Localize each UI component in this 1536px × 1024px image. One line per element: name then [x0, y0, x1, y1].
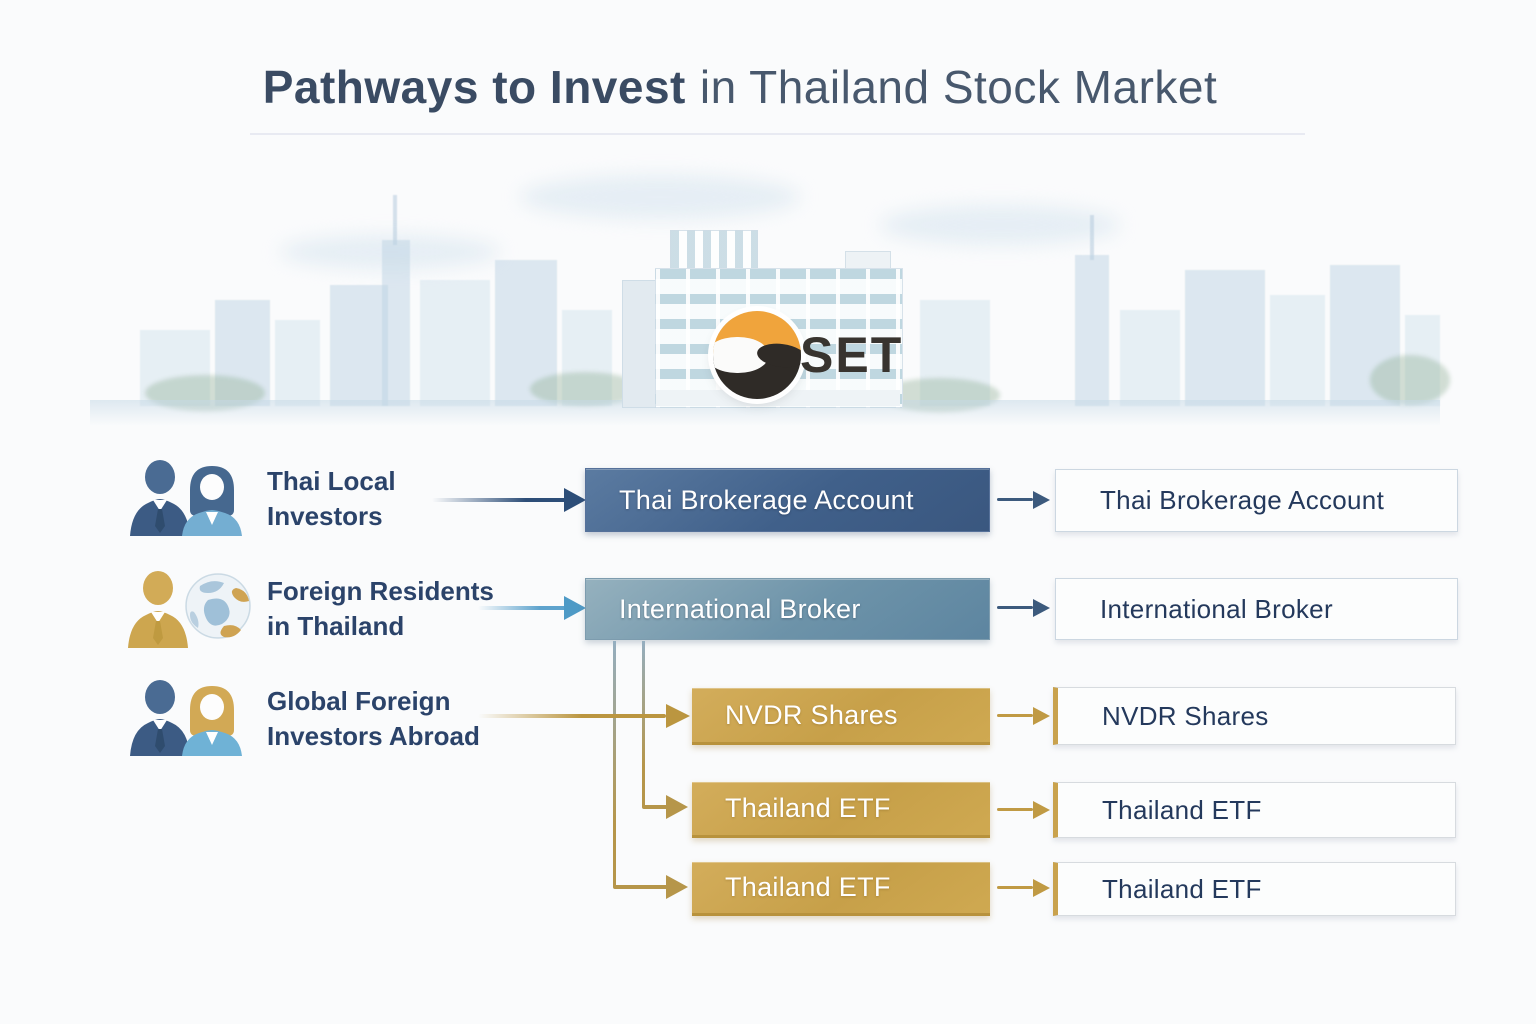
investor-label: Global Foreign Investors Abroad — [267, 684, 480, 754]
arrow-global-foreign-to-nvdr — [478, 714, 666, 718]
antenna-shape — [1090, 215, 1094, 260]
pathway-label: International Broker — [619, 593, 861, 624]
pathway-label: Thai Brokerage Account — [619, 484, 914, 515]
building-shape — [420, 280, 490, 406]
tower-shape — [382, 240, 410, 406]
building-shape — [495, 260, 557, 406]
investor-globe-icon — [128, 571, 251, 648]
arrowhead-icon — [1033, 707, 1050, 725]
destination-label: Thailand ETF — [1102, 873, 1262, 904]
pathway-label: NVDR Shares — [725, 699, 898, 730]
building-shape — [1270, 295, 1325, 406]
building-shape — [1330, 265, 1400, 406]
arrow-pathway-to-destination — [997, 886, 1033, 889]
destination-label: NVDR Shares — [1102, 700, 1269, 731]
arrowhead-icon — [666, 795, 688, 819]
set-building-ground-floor — [656, 390, 900, 406]
set-logo-icon — [713, 311, 801, 399]
destination-box-thai-brokerage: Thai Brokerage Account — [1055, 469, 1458, 532]
arrow-foreign-residents-to-pathway — [478, 606, 566, 610]
arrow-pathway-to-destination — [997, 808, 1033, 811]
cloud-shape — [880, 205, 1120, 245]
cloud-shape — [520, 175, 800, 219]
arrowhead-icon — [1033, 491, 1050, 509]
set-building-side — [622, 280, 658, 408]
pathway-box-international-broker: International Broker — [585, 578, 990, 640]
investor-label-line1: Thai Local — [267, 466, 396, 496]
page-title-highlight: Pathways to Invest — [262, 61, 686, 113]
destination-label: Thailand ETF — [1102, 794, 1262, 825]
investor-label-line1: Global Foreign — [267, 686, 451, 716]
arrowhead-icon — [666, 704, 690, 728]
investor-label-line1: Foreign Residents — [267, 576, 494, 606]
title-divider — [250, 133, 1305, 135]
connector-elbow-etf2 — [613, 885, 668, 889]
destination-box-international-broker: International Broker — [1055, 578, 1458, 640]
investor-label-line2: Investors — [267, 501, 383, 531]
pathway-box-thailand-etf-2: Thailand ETF — [692, 862, 990, 916]
set-building-tower — [670, 230, 758, 272]
arrow-pathway-to-destination — [997, 498, 1033, 501]
page-title-rest: in Thailand Stock Market — [699, 61, 1218, 113]
arrowhead-icon — [564, 596, 586, 620]
building-shape — [562, 310, 612, 406]
pathway-box-thai-brokerage: Thai Brokerage Account — [585, 468, 990, 532]
building-shape — [275, 320, 320, 406]
investor-label: Foreign Residents in Thailand — [267, 574, 494, 644]
arrow-pathway-to-destination — [997, 714, 1033, 717]
connector-elbow-etf1 — [642, 805, 668, 809]
investor-label-line2: Investors Abroad — [267, 721, 480, 751]
pathway-label: Thailand ETF — [725, 793, 891, 823]
arrow-thai-local-to-pathway — [432, 498, 566, 502]
pathway-label: Thailand ETF — [725, 872, 891, 902]
building-shape — [140, 330, 210, 406]
arrow-pathway-to-destination — [997, 606, 1033, 609]
pathway-box-nvdr-shares: NVDR Shares — [692, 688, 990, 745]
arrowhead-icon — [666, 875, 688, 899]
arrowhead-icon — [1033, 879, 1050, 897]
destination-box-nvdr-shares: NVDR Shares — [1053, 687, 1456, 745]
arrowhead-icon — [564, 488, 586, 512]
destination-box-thailand-etf-2: Thailand ETF — [1053, 862, 1456, 916]
arrowhead-icon — [1033, 599, 1050, 617]
pathway-box-thailand-etf-1: Thailand ETF — [692, 782, 990, 838]
destination-box-thailand-etf-1: Thailand ETF — [1053, 782, 1456, 838]
tower-shape — [1075, 255, 1109, 406]
destination-label: International Broker — [1100, 593, 1333, 624]
connector-broker-to-etf1 — [642, 641, 645, 807]
investor-label-line2: in Thailand — [267, 611, 405, 641]
set-logo-text: SET — [800, 327, 904, 383]
trees-shape — [1370, 355, 1450, 405]
building-shape — [1405, 315, 1440, 406]
investor-label: Thai Local Investors — [267, 464, 396, 534]
destination-label: Thai Brokerage Account — [1100, 485, 1385, 515]
building-shape — [1120, 310, 1180, 406]
building-shape — [330, 285, 388, 406]
connector-broker-to-etf2 — [613, 641, 616, 887]
male-female-investors-icon — [130, 680, 242, 756]
building-shape — [215, 300, 270, 406]
male-female-investors-icon — [130, 460, 242, 536]
antenna-shape — [393, 195, 397, 245]
arrowhead-icon — [1033, 801, 1050, 819]
building-shape — [920, 300, 990, 406]
building-shape — [1185, 270, 1265, 406]
city-skyline-illustration — [90, 160, 1450, 422]
